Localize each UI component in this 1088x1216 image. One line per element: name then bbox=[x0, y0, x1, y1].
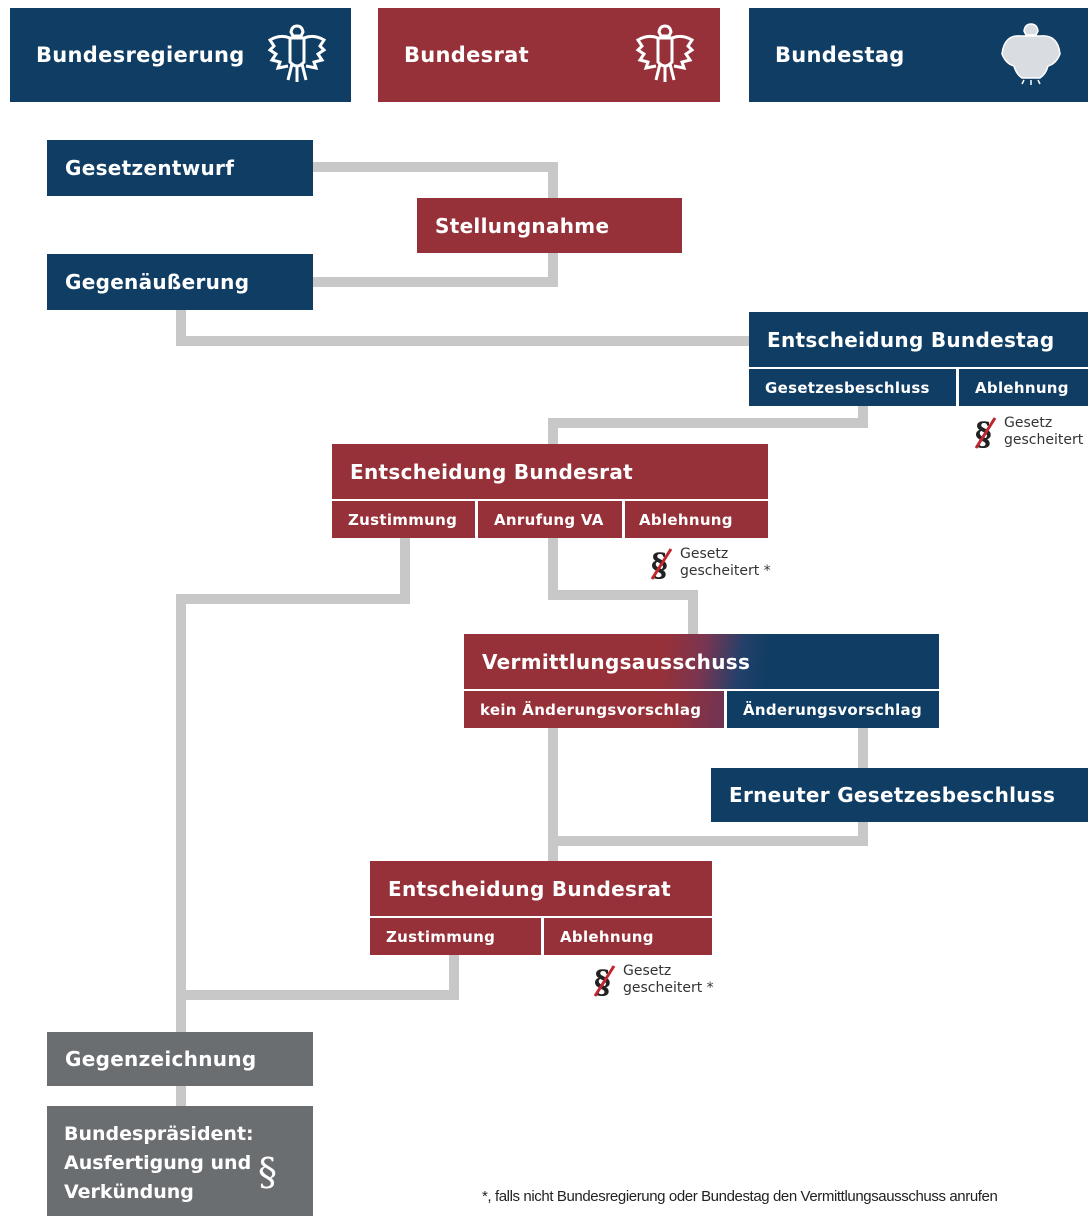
erneuter-gesetzesbeschluss-label: Erneuter Gesetzesbeschluss bbox=[729, 783, 1056, 807]
bt-gescheitert-line1: Gesetz bbox=[1004, 415, 1053, 431]
va-kein-aenderungsvorschlag-label: kein Änderungsvorschlag bbox=[480, 700, 702, 719]
connector bbox=[313, 277, 558, 287]
crossed-paragraph-icon: § bbox=[974, 415, 997, 451]
entscheidung-bundestag-box: Entscheidung Bundestag bbox=[749, 312, 1088, 367]
bt-ablehnung-cell: Ablehnung bbox=[959, 369, 1088, 406]
crossed-paragraph-icon: § bbox=[593, 963, 616, 999]
bt-gescheitert-line2: gescheitert bbox=[1004, 432, 1084, 448]
paragraph-icon: § bbox=[258, 1150, 277, 1194]
connector bbox=[176, 594, 186, 1034]
gesetzentwurf-label: Gesetzentwurf bbox=[65, 156, 235, 180]
bundespraesident-line1: Bundespräsident: bbox=[64, 1123, 254, 1145]
connector bbox=[548, 836, 868, 846]
connector bbox=[548, 253, 558, 287]
br1-zustimmung-label: Zustimmung bbox=[348, 510, 458, 529]
bt-ablehnung-label: Ablehnung bbox=[975, 378, 1069, 397]
va-aenderungsvorschlag-label: Änderungsvorschlag bbox=[743, 700, 922, 719]
entscheidung-bundesrat-2-label: Entscheidung Bundesrat bbox=[388, 876, 671, 901]
entscheidung-bundesrat-1-box: Entscheidung Bundesrat bbox=[332, 444, 768, 499]
br1-zustimmung-cell: Zustimmung bbox=[332, 501, 475, 538]
connector bbox=[548, 162, 558, 198]
va-aenderungsvorschlag-cell: Änderungsvorschlag bbox=[727, 691, 939, 728]
vermittlungsausschuss-box: Vermittlungsausschuss bbox=[464, 634, 939, 689]
br2-ablehnung-cell: Ablehnung bbox=[544, 918, 712, 955]
br1-gesetz-gescheitert: § Gesetz gescheitert * bbox=[648, 546, 771, 582]
connector bbox=[313, 162, 558, 172]
bundespraesident-box: Bundespräsident: Ausfertigung und Verkün… bbox=[47, 1106, 313, 1216]
bundespraesident-line3: Verkündung bbox=[64, 1181, 194, 1203]
gegenzeichnung-label: Gegenzeichnung bbox=[65, 1047, 257, 1071]
connector bbox=[449, 955, 459, 999]
entscheidung-bundesrat-1-label: Entscheidung Bundesrat bbox=[350, 459, 633, 484]
bt-gesetz-gescheitert: § Gesetz gescheitert bbox=[972, 415, 1083, 451]
connector bbox=[176, 310, 186, 346]
connector bbox=[176, 594, 410, 604]
br2-gescheitert-line2: gescheitert * bbox=[623, 980, 714, 996]
br1-anrufung-label: Anrufung VA bbox=[494, 510, 604, 529]
connector bbox=[548, 728, 558, 861]
va-kein-aenderungsvorschlag-cell: kein Änderungsvorschlag bbox=[464, 691, 724, 728]
br1-gescheitert-line2: gescheitert * bbox=[680, 563, 771, 579]
connector bbox=[176, 336, 750, 346]
connector bbox=[176, 990, 459, 1000]
br2-ablehnung-label: Ablehnung bbox=[560, 927, 654, 946]
br1-ablehnung-label: Ablehnung bbox=[639, 510, 733, 529]
connector bbox=[858, 822, 868, 846]
br2-zustimmung-label: Zustimmung bbox=[386, 927, 496, 946]
connector bbox=[858, 406, 868, 428]
bundestag-eagle-icon bbox=[1001, 23, 1061, 85]
br2-gescheitert-line1: Gesetz bbox=[623, 963, 672, 979]
bt-gesetzesbeschluss-cell: Gesetzesbeschluss bbox=[749, 369, 956, 406]
vermittlungsausschuss-label: Vermittlungsausschuss bbox=[482, 649, 751, 674]
header-bundesregierung-label: Bundesregierung bbox=[36, 43, 245, 67]
bundespraesident-line2: Ausfertigung und bbox=[64, 1152, 252, 1174]
stellungnahme-label: Stellungnahme bbox=[435, 213, 610, 238]
eagle-icon bbox=[635, 24, 695, 82]
gegenaeusserung-box: Gegenäußerung bbox=[47, 254, 313, 310]
connector bbox=[548, 538, 558, 598]
stellungnahme-box: Stellungnahme bbox=[417, 198, 682, 253]
header-bundesrat: Bundesrat bbox=[378, 8, 720, 102]
crossed-paragraph-icon: § bbox=[650, 546, 673, 582]
connector bbox=[176, 1086, 186, 1108]
connector bbox=[858, 728, 868, 768]
entscheidung-bundesrat-2-box: Entscheidung Bundesrat bbox=[370, 861, 712, 916]
gesetzentwurf-box: Gesetzentwurf bbox=[47, 140, 313, 196]
gegenzeichnung-box: Gegenzeichnung bbox=[47, 1032, 313, 1086]
entscheidung-bundestag-label: Entscheidung Bundestag bbox=[767, 327, 1055, 352]
br2-zustimmung-cell: Zustimmung bbox=[370, 918, 541, 955]
connector bbox=[548, 418, 868, 428]
header-bundestag-label: Bundestag bbox=[775, 43, 905, 67]
br1-gescheitert-line1: Gesetz bbox=[680, 546, 729, 562]
footnote: *, falls nicht Bundesregierung oder Bund… bbox=[482, 1188, 998, 1205]
connector bbox=[400, 538, 410, 604]
gegenaeusserung-label: Gegenäußerung bbox=[65, 270, 250, 294]
connector bbox=[688, 590, 698, 634]
connector bbox=[548, 418, 558, 444]
br1-anrufung-cell: Anrufung VA bbox=[478, 501, 622, 538]
header-bundesregierung: Bundesregierung bbox=[10, 8, 351, 102]
erneuter-gesetzesbeschluss-box: Erneuter Gesetzesbeschluss bbox=[711, 768, 1088, 822]
bt-gesetzesbeschluss-label: Gesetzesbeschluss bbox=[765, 378, 930, 397]
br1-ablehnung-cell: Ablehnung bbox=[625, 501, 768, 538]
br2-gesetz-gescheitert: § Gesetz gescheitert * bbox=[591, 963, 714, 999]
header-bundesrat-label: Bundesrat bbox=[404, 43, 529, 67]
connector bbox=[548, 590, 696, 600]
eagle-icon bbox=[267, 24, 327, 82]
